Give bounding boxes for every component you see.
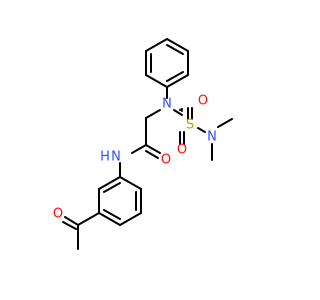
bond	[197, 127, 206, 133]
bond	[179, 108, 183, 111]
atom-o-sulfonyl-2: O	[177, 143, 187, 158]
bond	[166, 71, 184, 82]
bond	[145, 38, 168, 52]
acetylphenyl-ring	[98, 176, 142, 226]
atom-n-dimethyl: N	[207, 130, 217, 145]
atom-h-amide: H	[100, 150, 110, 165]
bond	[166, 74, 189, 88]
bond	[145, 109, 161, 119]
bond	[217, 118, 233, 128]
structure-svg: N S O O N O N H O	[53, 38, 233, 250]
bond	[77, 212, 100, 226]
bond	[98, 176, 121, 190]
phenyl-ring	[145, 38, 189, 88]
bond	[166, 44, 184, 55]
atom-s-sulfonyl: S	[186, 118, 194, 133]
atom-o-sulfonyl-1: O	[198, 94, 208, 109]
bond	[62, 221, 77, 230]
bond	[103, 209, 121, 220]
molecule-diagram: N S O O N O N H O	[53, 38, 233, 250]
bond	[173, 109, 183, 116]
atom-n-sulfonamide: N	[162, 97, 172, 112]
bond	[145, 74, 168, 88]
atom-o-amide: O	[161, 153, 171, 168]
bond	[145, 150, 159, 159]
bond	[145, 144, 161, 154]
atom-n-amide: N	[111, 150, 121, 165]
bond	[103, 182, 121, 193]
bond	[64, 216, 79, 226]
bond	[98, 212, 121, 226]
bond	[131, 144, 147, 154]
bond	[119, 176, 142, 190]
atom-o-acetyl: O	[53, 207, 63, 222]
bond	[119, 212, 142, 226]
bond	[166, 38, 189, 52]
